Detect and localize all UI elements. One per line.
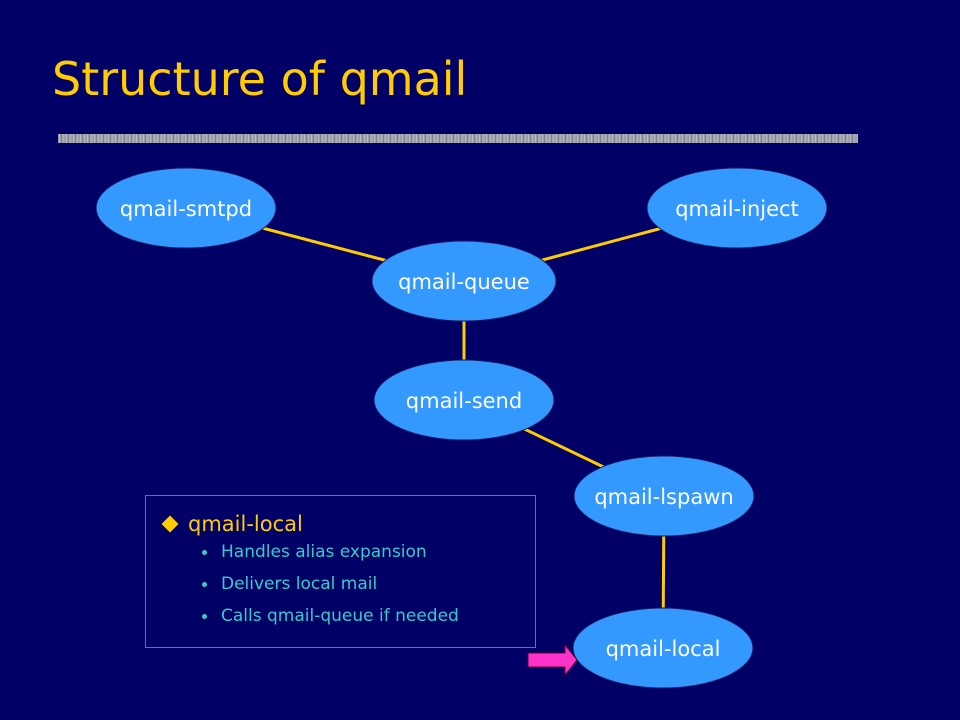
node-ellipse: [572, 607, 754, 689]
node-queue: qmail-queue: [371, 240, 557, 322]
node-label: qmail-queue: [398, 270, 530, 294]
node-inject: qmail-inject: [646, 167, 828, 249]
dot-bullet-icon: [202, 582, 207, 587]
list-item-text: Calls qmail-queue if needed: [221, 606, 459, 626]
title-divider: [58, 134, 858, 143]
pointer-arrow: [527, 643, 578, 677]
list-item-text: Delivers local mail: [221, 574, 378, 594]
dot-bullet-icon: [202, 614, 207, 619]
node-label: qmail-smtpd: [120, 197, 252, 221]
diamond-bullet-icon: [161, 515, 179, 533]
list-item: Delivers local mail: [202, 576, 459, 608]
node-send: qmail-send: [373, 359, 555, 441]
node-label: qmail-lspawn: [594, 485, 733, 509]
qmail-local-info-box: qmail-local Handles alias expansion Deli…: [145, 495, 536, 648]
list-item: Handles alias expansion: [202, 544, 459, 576]
node-ellipse: [95, 167, 277, 249]
list-item-text: Handles alias expansion: [221, 542, 427, 562]
node-smtpd: qmail-smtpd: [95, 167, 277, 249]
node-ellipse: [573, 455, 755, 537]
node-label: qmail-local: [606, 637, 721, 661]
slide-title: Structure of qmail: [52, 52, 468, 106]
node-lspawn: qmail-lspawn: [573, 455, 755, 537]
node-ellipse: [373, 359, 555, 441]
dot-bullet-icon: [202, 550, 207, 555]
node-ellipse: [646, 167, 828, 249]
info-box-list: Handles alias expansion Delivers local m…: [202, 544, 459, 640]
node-ellipse: [371, 240, 557, 322]
node-local: qmail-local: [572, 607, 754, 689]
list-item: Calls qmail-queue if needed: [202, 608, 459, 640]
info-box-heading: qmail-local: [188, 512, 303, 536]
node-label: qmail-send: [406, 389, 522, 413]
node-label: qmail-inject: [675, 197, 799, 221]
